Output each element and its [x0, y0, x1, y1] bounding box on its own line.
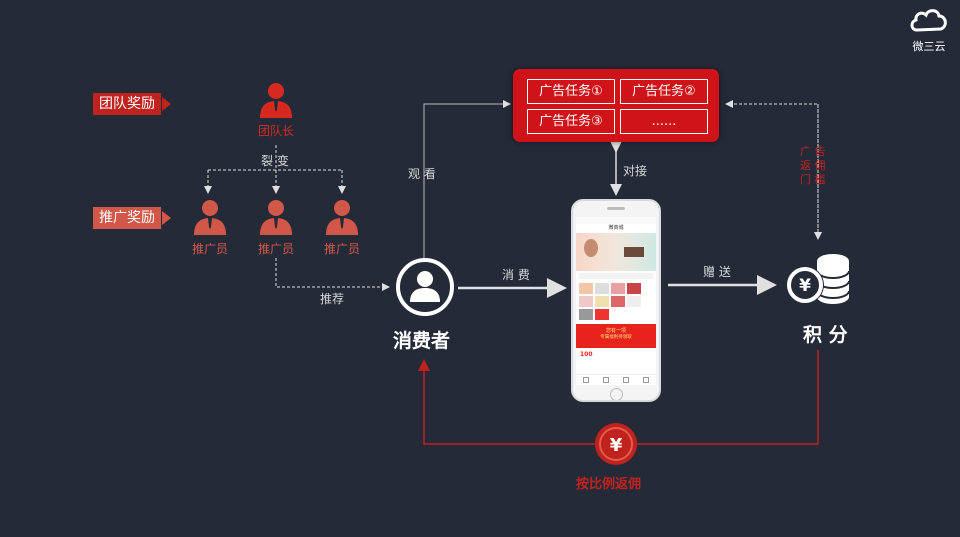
- promoter-icon-3: [326, 200, 358, 235]
- team-leader-icon: [260, 83, 292, 118]
- svg-text:¥: ¥: [799, 276, 811, 296]
- phone-title: 微商城: [608, 225, 624, 231]
- phone-search-bar: [579, 273, 653, 279]
- ad-task-more: ......: [620, 109, 708, 134]
- team-leader-label: 团队长: [257, 124, 294, 138]
- threshold-line-2: 返 佣: [800, 159, 826, 172]
- phone-mockup: 微商城 您有一项 专属福利待领取 100: [571, 199, 661, 402]
- consume-label: 消 费: [502, 268, 530, 282]
- phone-banner-text: 您有一项: [605, 328, 626, 334]
- phone-banner-image: [576, 233, 656, 271]
- phone-product-grid: [576, 281, 656, 322]
- rebate-label: 按比例返佣: [576, 477, 642, 492]
- ad-task-3: 广告任务③: [527, 109, 615, 134]
- ad-commission-threshold: 广 告 返 佣 门 槛: [800, 145, 840, 187]
- coins-icon: ¥: [786, 254, 850, 304]
- rebate-coin-icon: ¥: [595, 423, 637, 465]
- phone-screen: 微商城 您有一项 专属福利待领取 100: [576, 217, 656, 385]
- cloud-logo-icon: [910, 9, 947, 32]
- threshold-line-1: 广 告: [800, 145, 826, 158]
- promo-reward-tag: 推广奖励: [93, 207, 171, 229]
- phone-promo-banner: 您有一项 专属福利待领取: [576, 324, 656, 348]
- docking-label: 对接: [623, 164, 648, 178]
- ad-task-2: 广告任务②: [620, 79, 708, 104]
- watch-label: 观 看: [408, 167, 436, 181]
- svg-text:¥: ¥: [610, 435, 623, 456]
- consumer-label: 消费者: [393, 330, 451, 352]
- logo-text: 微三云: [912, 40, 946, 53]
- points-label: 积 分: [803, 324, 848, 346]
- recommend-label: 推荐: [320, 292, 345, 306]
- gift-label: 赠 送: [703, 265, 731, 279]
- team-reward-tag: 团队奖励: [93, 93, 171, 115]
- phone-banner-sub: 专属福利待领取: [600, 335, 632, 340]
- recommend-line: [275, 258, 390, 291]
- phone-home-button: [610, 388, 623, 400]
- phone-tab-bar: [576, 374, 656, 385]
- phone-speaker: [607, 207, 625, 210]
- watch-line: [423, 100, 511, 258]
- promoter-icon-2: [260, 200, 292, 235]
- phone-status-bar: [576, 217, 656, 224]
- ad-task-1: 广告任务①: [527, 79, 615, 104]
- consumer-icon: [396, 258, 454, 316]
- promoter-label-2: 推广员: [257, 242, 294, 256]
- threshold-line-3: 门 槛: [800, 173, 826, 186]
- promoter-icon-1: [194, 200, 226, 235]
- ad-task-panel: 广告任务① 广告任务② 广告任务③ ......: [513, 69, 719, 142]
- promoter-label-3: 推广员: [323, 242, 360, 256]
- promoter-label-1: 推广员: [191, 242, 228, 256]
- fission-label: 裂 变: [261, 154, 289, 168]
- phone-price: 100: [580, 351, 593, 358]
- logo: 微三云: [906, 6, 952, 54]
